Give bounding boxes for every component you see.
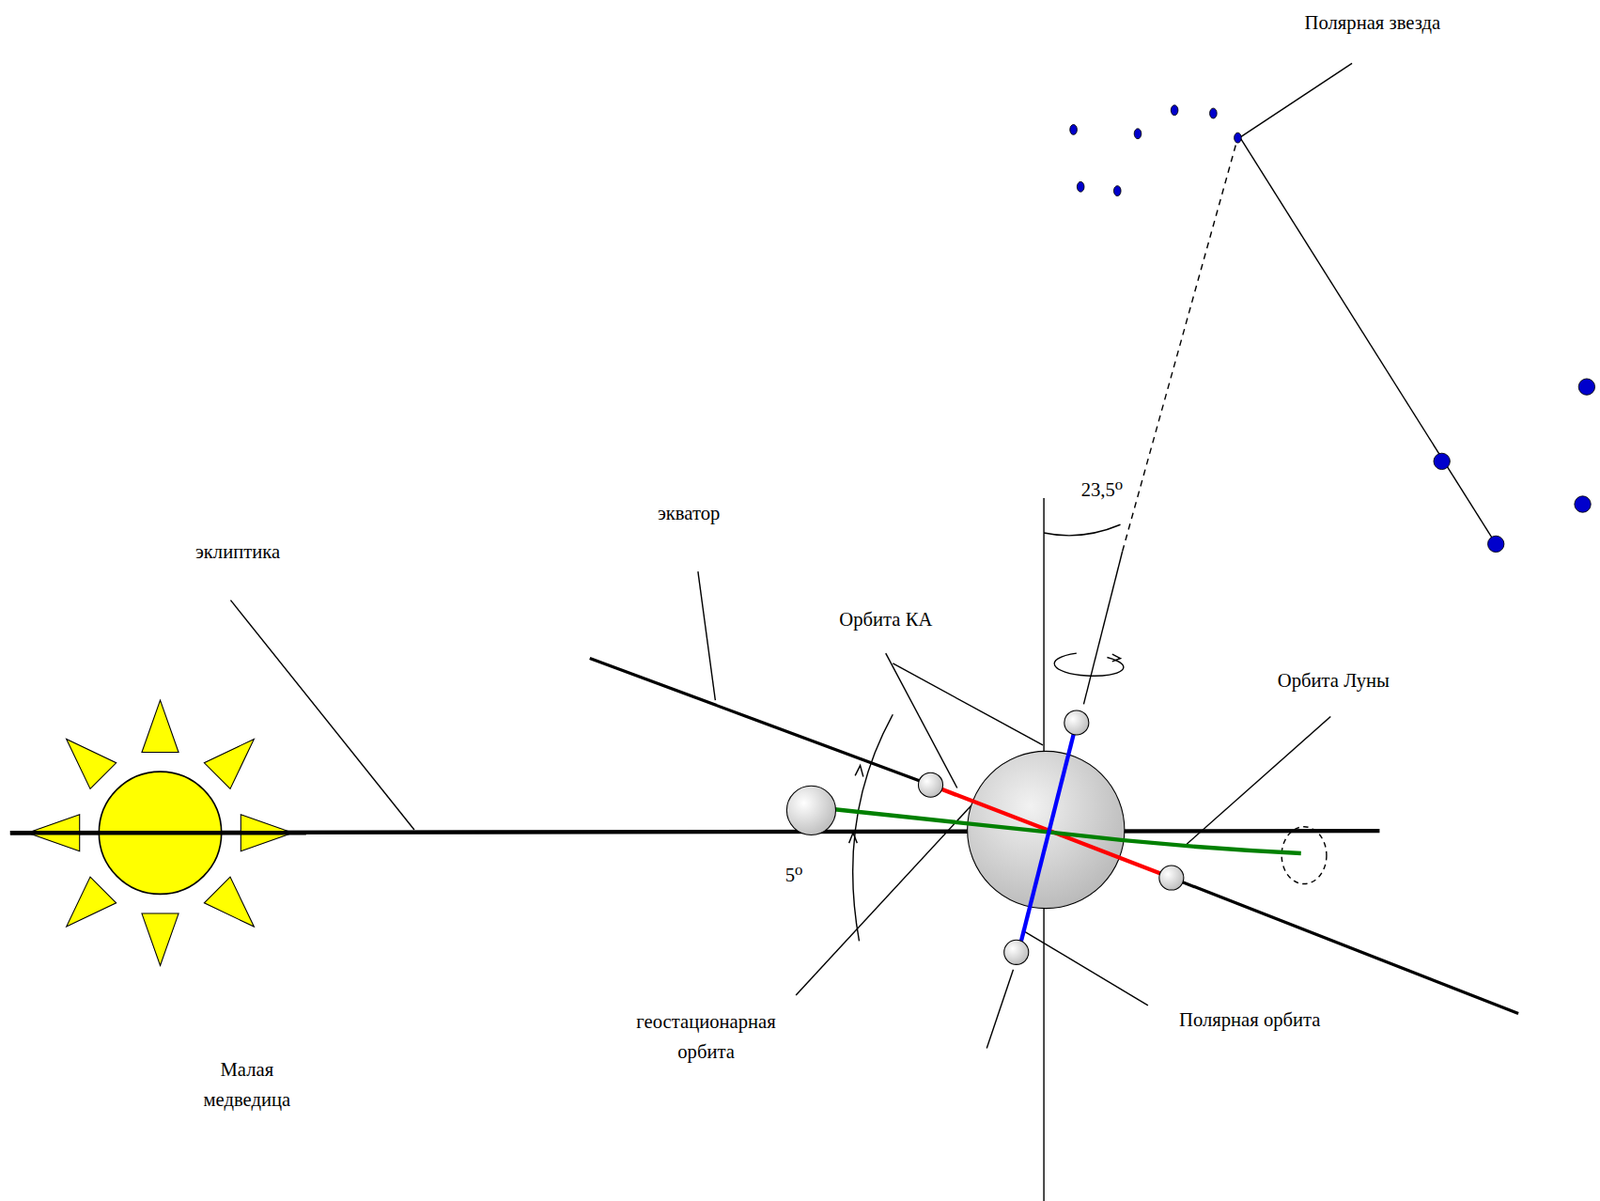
equator-label: экватор (655, 497, 723, 529)
orbit-label: Полярная орбита (1177, 1004, 1323, 1036)
orbit-label: Орбита КА (837, 604, 934, 636)
stars (1070, 105, 1596, 553)
orbit-label: Орбита Луны (1275, 665, 1392, 697)
satellites (786, 710, 1183, 964)
leader-lines (230, 62, 1496, 1201)
angle-label: 5⁰ (783, 860, 806, 892)
constellation-label: Малая медведица (183, 1054, 311, 1116)
sun (10, 699, 307, 965)
star-label: Полярная звезда (1302, 8, 1443, 40)
angle-label: 23,5⁰ (1079, 474, 1126, 506)
orbit-label: геостационарная орбита (606, 1006, 806, 1068)
ecliptic-label: эклиптика (193, 536, 283, 568)
